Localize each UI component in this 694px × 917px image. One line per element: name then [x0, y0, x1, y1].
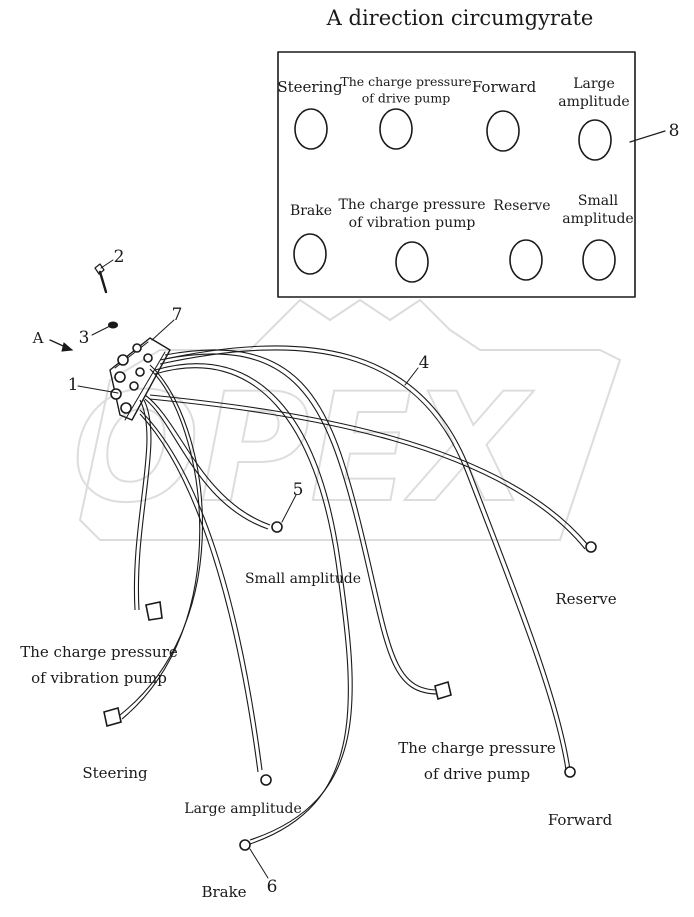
manifold-block [109, 337, 171, 421]
panel-port-circle [582, 239, 616, 281]
panel-port-circle [395, 241, 429, 283]
callout-5: 5 [293, 480, 304, 500]
panel-port-reserve: Reserve [493, 198, 551, 281]
panel-port-circle [293, 233, 327, 275]
port-panel-frame [277, 51, 636, 298]
callout-1: 1 [68, 375, 79, 395]
panel-port-large-amplitude: Large amplitude [558, 76, 630, 161]
panel-label-the-charge-pressure-of-drive-pump: of drive pump [362, 91, 450, 106]
panel-port-small-amplitude: Small amplitude [562, 193, 634, 281]
washer [108, 321, 118, 329]
panel-label-small-amplitude: amplitude [562, 211, 633, 227]
panel-label-large-amplitude: amplitude [558, 94, 629, 110]
callout-7: 7 [172, 305, 183, 325]
hose-label-the-charge-pressure-of-drive-pump: The charge pressure [398, 739, 556, 757]
hose-label-the-charge-pressure-of-drive-pump: of drive pump [424, 765, 530, 783]
panel-port-the-charge-pressure-of-drive-pump: The charge pressure of drive pump [340, 74, 472, 150]
panel-port-forward: Forward [472, 78, 537, 152]
hose-label-small-amplitude: Small amplitude [245, 571, 361, 587]
watermark: OPEX [71, 298, 622, 541]
hose-label-large-amplitude: Large amplitude [184, 801, 301, 817]
panel-label-the-charge-pressure-of-vibration-pump: The charge pressure [339, 197, 486, 213]
panel-port-the-charge-pressure-of-vibration-pump: The charge pressure of vibration pump [339, 197, 486, 283]
hose-fittings [103, 521, 597, 851]
panel-label-forward: Forward [472, 78, 537, 96]
callout-4: 4 [419, 353, 430, 373]
callout-8: 8 [669, 121, 680, 141]
callout-numbers: 1 2 3 4 5 6 7 8 [68, 121, 680, 897]
panel-port-circle [294, 108, 328, 150]
hose-label-forward: Forward [548, 811, 613, 829]
callout-2: 2 [114, 247, 125, 267]
diagram-title: A direction circumgyrate [326, 6, 594, 30]
bolt [94, 263, 108, 294]
panel-port-circle [486, 110, 520, 152]
panel-label-the-charge-pressure-of-drive-pump: The charge pressure [340, 74, 471, 89]
panel-port-brake: Brake [290, 203, 332, 275]
panel-label-the-charge-pressure-of-vibration-pump: of vibration pump [349, 215, 476, 231]
hose-label-brake: Brake [201, 883, 246, 901]
panel-port-circle [379, 108, 413, 150]
panel-label-large-amplitude: Large [573, 76, 615, 92]
panel-label-brake: Brake [290, 203, 332, 219]
callout-leaders [77, 259, 419, 879]
view-arrow-label: A [32, 329, 44, 347]
panel-label-small-amplitude: Small [578, 193, 619, 209]
watermark-text: OPEX [72, 362, 534, 536]
panel-label-steering: Steering [277, 78, 343, 96]
hose-label-the-charge-pressure-of-vibration-pump: The charge pressure [20, 643, 178, 661]
hose-label-steering: Steering [82, 764, 148, 782]
hose-label-reserve: Reserve [555, 590, 616, 608]
hoses [119, 345, 589, 845]
callout-3: 3 [79, 328, 90, 348]
panel-port-circle [509, 239, 543, 281]
hose-label-the-charge-pressure-of-vibration-pump: of vibration pump [31, 669, 167, 687]
callout-8-leader [629, 130, 666, 143]
callout-6: 6 [267, 877, 278, 897]
panel-port-circle [578, 119, 612, 161]
panel-label-reserve: Reserve [493, 198, 550, 214]
panel-port-steering: Steering [277, 78, 343, 150]
view-arrow [49, 339, 74, 352]
